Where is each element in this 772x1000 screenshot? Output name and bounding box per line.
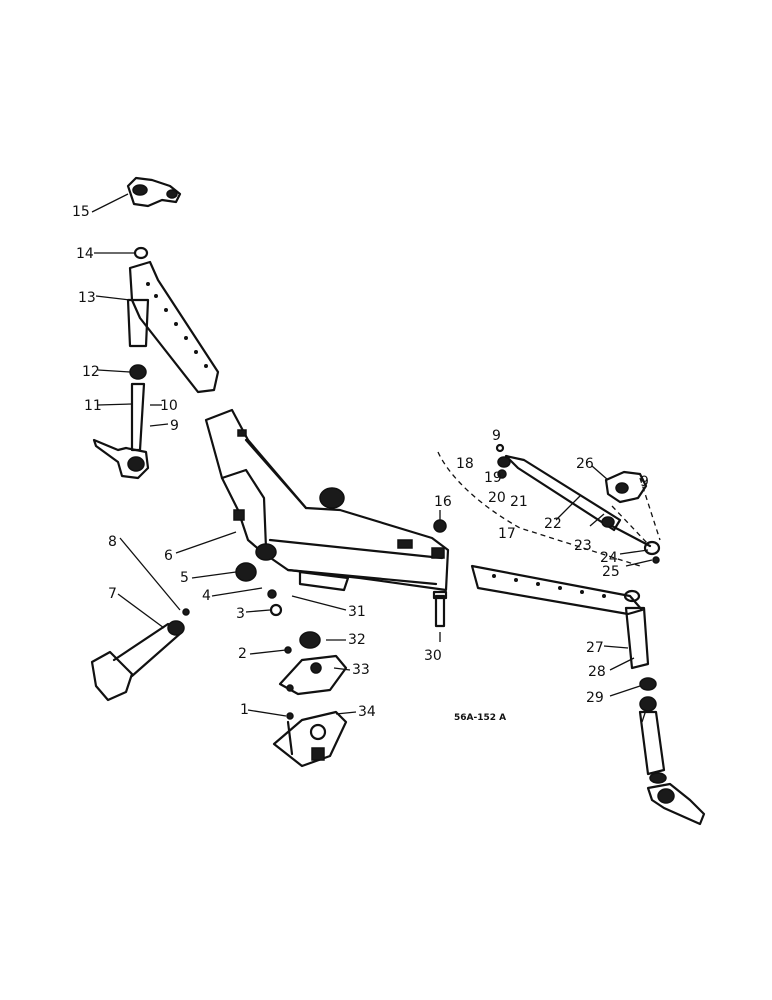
callout-6: 6 — [164, 548, 173, 564]
callout-5: 5 — [180, 570, 189, 586]
callout-17: 17 — [498, 526, 516, 542]
callout-7: 7 — [108, 586, 117, 602]
callout-11: 11 — [84, 398, 102, 414]
callout-24: 24 — [600, 550, 618, 566]
callout-2: 2 — [238, 646, 247, 662]
callout-32: 32 — [348, 632, 366, 648]
steering-arm-26 — [604, 470, 661, 541]
left-spindle-assembly — [92, 246, 220, 480]
right-spindle-assembly — [470, 564, 706, 826]
axle-frame — [204, 408, 450, 617]
bolt-16-30 — [432, 519, 448, 628]
callout-8: 8 — [108, 534, 117, 550]
callout-33: 33 — [352, 662, 370, 678]
plate-34 — [272, 710, 348, 768]
pivot-pin-7 — [90, 608, 190, 702]
callout-22: 22 — [544, 516, 562, 532]
callout-4: 4 — [202, 588, 211, 604]
callout-12: 12 — [82, 364, 100, 380]
callout-30: 30 — [424, 648, 442, 664]
callout-1: 1 — [240, 702, 249, 718]
callout-27: 27 — [586, 640, 604, 656]
callout-21: 21 — [510, 494, 528, 510]
leader-lines — [91, 193, 653, 723]
callout-labels: 15 14 13 12 11 10 9 8 7 6 5 4 3 31 2 32 … — [72, 204, 649, 723]
callout-10: 10 — [160, 398, 178, 414]
callout-9-far-right: 9 — [640, 474, 649, 490]
callout-18: 18 — [456, 456, 474, 472]
callout-29: 29 — [586, 690, 604, 706]
steering-arm-15 — [126, 176, 182, 208]
callout-19: 19 — [484, 470, 502, 486]
callout-15: 15 — [72, 204, 90, 220]
callout-3: 3 — [236, 606, 245, 622]
callout-9-left: 9 — [170, 418, 179, 434]
callout-13: 13 — [78, 290, 96, 306]
callout-16: 16 — [434, 494, 452, 510]
callout-9-right: 9 — [492, 428, 501, 444]
tie-rod-assembly — [437, 443, 661, 567]
bracket-33 — [278, 631, 348, 696]
callout-26: 26 — [576, 456, 594, 472]
callout-34: 34 — [358, 704, 376, 720]
callout-28: 28 — [588, 664, 606, 680]
callout-23: 23 — [574, 538, 592, 554]
reference-code: 56A-152 A — [454, 713, 506, 723]
callout-20: 20 — [488, 490, 506, 506]
callout-14: 14 — [76, 246, 94, 262]
callout-25: 25 — [602, 564, 620, 580]
callout-31: 31 — [348, 604, 366, 620]
